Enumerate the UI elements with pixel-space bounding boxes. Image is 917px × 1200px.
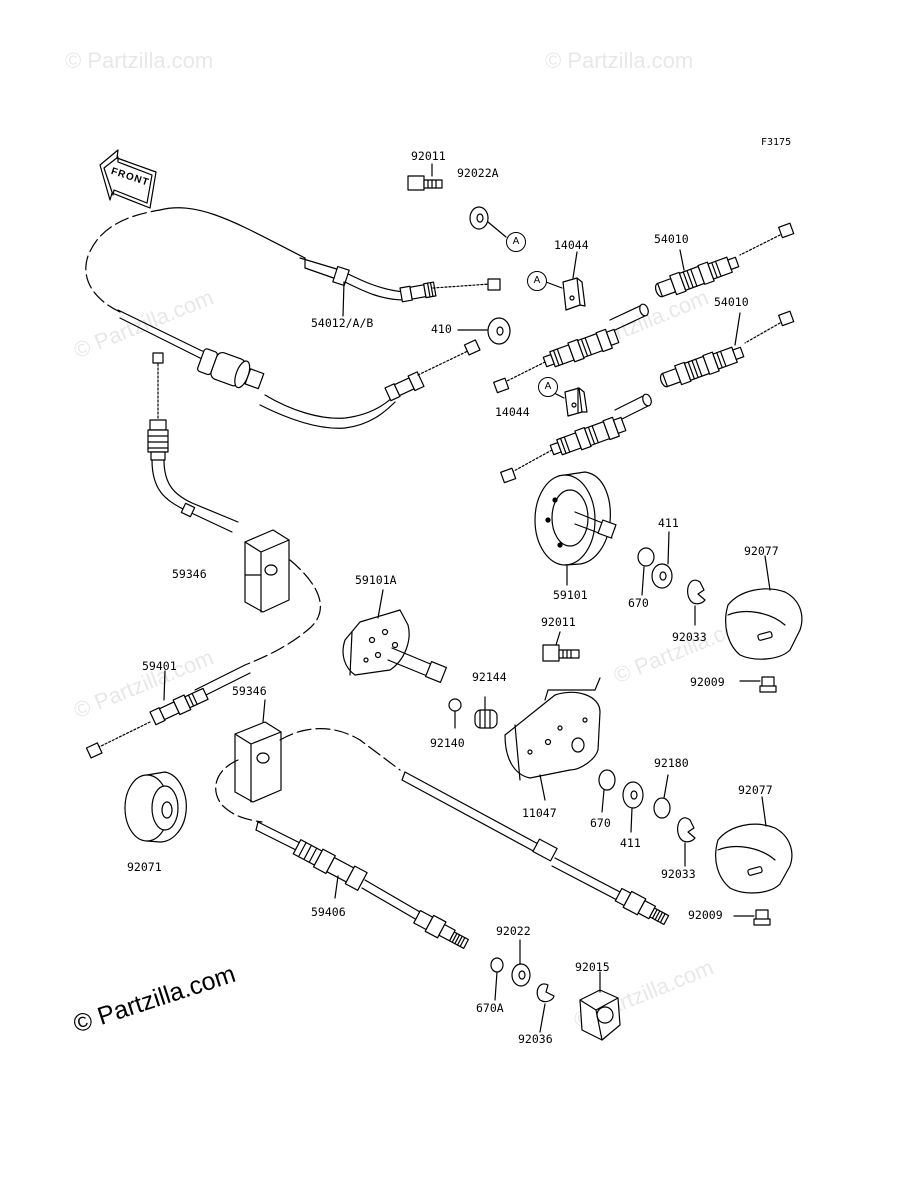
- oring-670-top: [637, 547, 655, 567]
- part-label: 411: [658, 516, 679, 530]
- part-label: 14044: [495, 405, 530, 419]
- figure-code: F3175: [761, 137, 792, 148]
- front-arrow-icon: [99, 149, 157, 209]
- washer-92180: [653, 774, 671, 819]
- part-label: 92144: [472, 670, 507, 684]
- watermark-faint: © Partzilla.com: [65, 48, 214, 73]
- washer-92022: [511, 939, 531, 987]
- part-label: 92022A: [457, 166, 499, 180]
- washer-92022A: [469, 206, 507, 238]
- part-label: 92140: [430, 736, 465, 750]
- spool-92071: [124, 771, 187, 843]
- part-label: 92022: [496, 924, 531, 938]
- part-label: 92015: [575, 960, 610, 974]
- part-label: 59406: [311, 905, 346, 919]
- part-label: 14044: [554, 238, 589, 252]
- washer-411-top: [651, 531, 673, 589]
- part-label: 59101A: [355, 573, 397, 587]
- part-label: 670: [628, 596, 649, 610]
- watermark-faint: © Partzilla.com: [545, 48, 694, 73]
- pulley-59101: [534, 471, 617, 586]
- part-label: 92009: [688, 908, 723, 922]
- part-label: 92071: [127, 860, 162, 874]
- part-label: 92077: [744, 544, 779, 558]
- part-label: 92009: [690, 675, 725, 689]
- bracket-11047: [504, 677, 601, 801]
- part-label: 92033: [661, 867, 696, 881]
- part-label: 54010: [714, 295, 749, 309]
- washer-411-mid: [622, 781, 644, 833]
- clip-14044-bottom: [551, 387, 588, 417]
- part-label: 54012/A/B: [311, 316, 374, 330]
- screw-92009-top: [739, 676, 777, 693]
- part-label: 92011: [541, 615, 576, 629]
- cable-54012: [85, 207, 501, 429]
- washer-410: [457, 317, 511, 345]
- oring-670A: [490, 957, 504, 973]
- knob-92077-top: [725, 555, 803, 660]
- part-label: 59401: [142, 659, 177, 673]
- callout-a: A: [506, 232, 526, 252]
- part-label: 11047: [522, 806, 557, 820]
- part-label: 59101: [553, 588, 588, 602]
- clip-92036: [536, 983, 555, 1003]
- part-label: 92033: [672, 630, 707, 644]
- callout-a: A: [538, 377, 558, 397]
- part-label: 92180: [654, 756, 689, 770]
- part-label: 92011: [411, 149, 446, 163]
- part-label: 54010: [654, 232, 689, 246]
- clip-14044-top: [545, 251, 586, 311]
- part-label: 670A: [476, 1001, 504, 1015]
- knob-92077-bottom: [715, 796, 793, 894]
- part-label: 59346: [172, 567, 207, 581]
- part-label: 59346: [232, 684, 267, 698]
- part-label: 411: [620, 836, 641, 850]
- screw-92009-bottom: [733, 909, 771, 926]
- lever-59101A: [342, 589, 448, 684]
- part-label: 670: [590, 816, 611, 830]
- nut-92015: [579, 971, 621, 1041]
- bolt-92011-mid: [542, 631, 580, 662]
- eclip-92033-top: [687, 579, 706, 605]
- eclip-92033-bottom: [677, 817, 696, 843]
- part-label: 410: [431, 322, 452, 336]
- cable-59406: [215, 699, 670, 949]
- oring-670-mid: [598, 769, 616, 791]
- bolt-92011-top: [407, 175, 443, 191]
- callout-a: A: [527, 271, 547, 291]
- spring-92144: [474, 696, 498, 729]
- part-label: 92036: [518, 1032, 553, 1046]
- ball-92140: [448, 698, 462, 712]
- part-label: 92077: [738, 783, 773, 797]
- cable-59401: [85, 352, 321, 759]
- cable-54010-upper: [493, 222, 795, 484]
